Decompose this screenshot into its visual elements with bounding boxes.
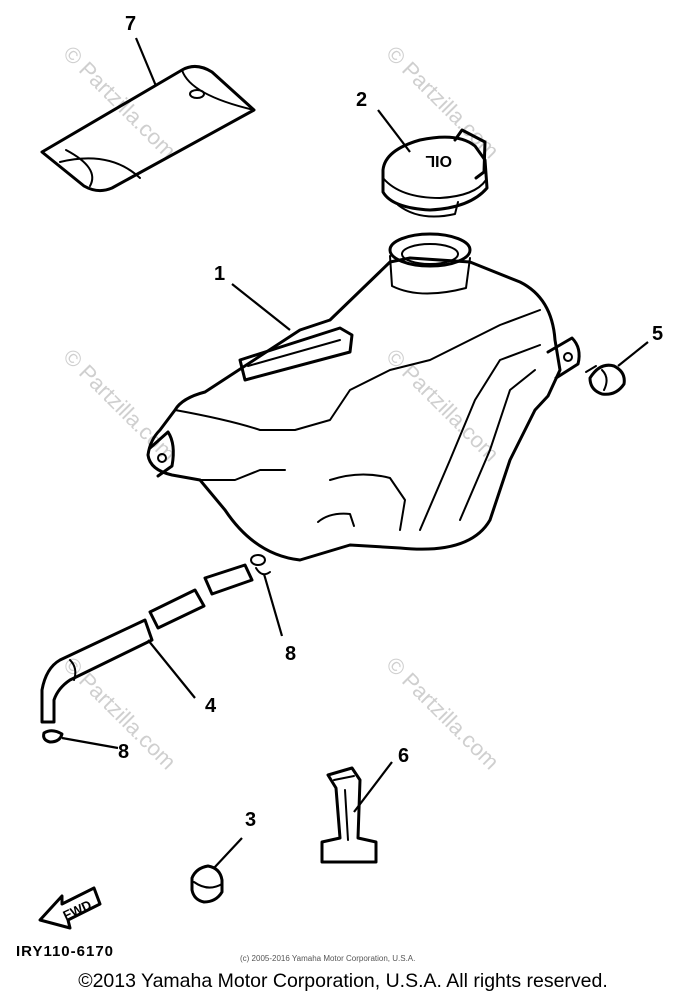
part-5-bolt bbox=[585, 363, 626, 396]
leader-1 bbox=[231, 283, 291, 331]
callouts: 1 2 3 4 5 6 7 8 8 bbox=[118, 13, 663, 831]
callout-8b: 8 bbox=[118, 741, 129, 763]
watermark-3: © Partzilla.com bbox=[58, 344, 181, 467]
watermark-1: © Partzilla.com bbox=[58, 41, 181, 164]
callout-6: 6 bbox=[398, 745, 409, 767]
fwd-arrow: FWD bbox=[38, 886, 102, 930]
leader-5 bbox=[617, 341, 649, 367]
callout-3: 3 bbox=[245, 809, 256, 831]
part-1-fuel-tank bbox=[146, 232, 581, 562]
callout-7: 7 bbox=[125, 13, 136, 35]
part-2-filler-cap: OIL bbox=[381, 128, 489, 218]
cap-text: OIL bbox=[425, 152, 452, 169]
copyright-footer: ©2013 Yamaha Motor Corporation, U.S.A. A… bbox=[78, 970, 608, 992]
leader-7 bbox=[134, 37, 158, 87]
watermarks: © Partzilla.com © Partzilla.com © Partzi… bbox=[58, 41, 504, 775]
leader-6 bbox=[353, 761, 393, 813]
callout-1: 1 bbox=[214, 263, 225, 285]
part-8-clip-lower bbox=[42, 729, 64, 744]
part-8-clip-upper bbox=[255, 567, 271, 576]
callout-4: 4 bbox=[205, 695, 217, 717]
callout-8a: 8 bbox=[285, 643, 296, 665]
callout-2: 2 bbox=[356, 89, 367, 111]
callout-5: 5 bbox=[652, 323, 663, 345]
leader-2 bbox=[377, 109, 411, 153]
watermark-4: © Partzilla.com bbox=[381, 344, 504, 467]
part-3-grommet bbox=[190, 864, 224, 904]
leader-lines bbox=[61, 37, 649, 869]
leader-8b bbox=[61, 736, 119, 750]
diagram-code: IRY110-6170 bbox=[16, 943, 114, 960]
leader-3 bbox=[213, 837, 243, 869]
part-7-pouch bbox=[40, 65, 256, 193]
leader-8a bbox=[262, 573, 284, 637]
small-copyright: (c) 2005-2016 Yamaha Motor Corporation, … bbox=[240, 954, 415, 963]
part-4-hose bbox=[40, 554, 266, 724]
leader-4 bbox=[147, 639, 196, 699]
part-6-bracket bbox=[320, 766, 378, 864]
